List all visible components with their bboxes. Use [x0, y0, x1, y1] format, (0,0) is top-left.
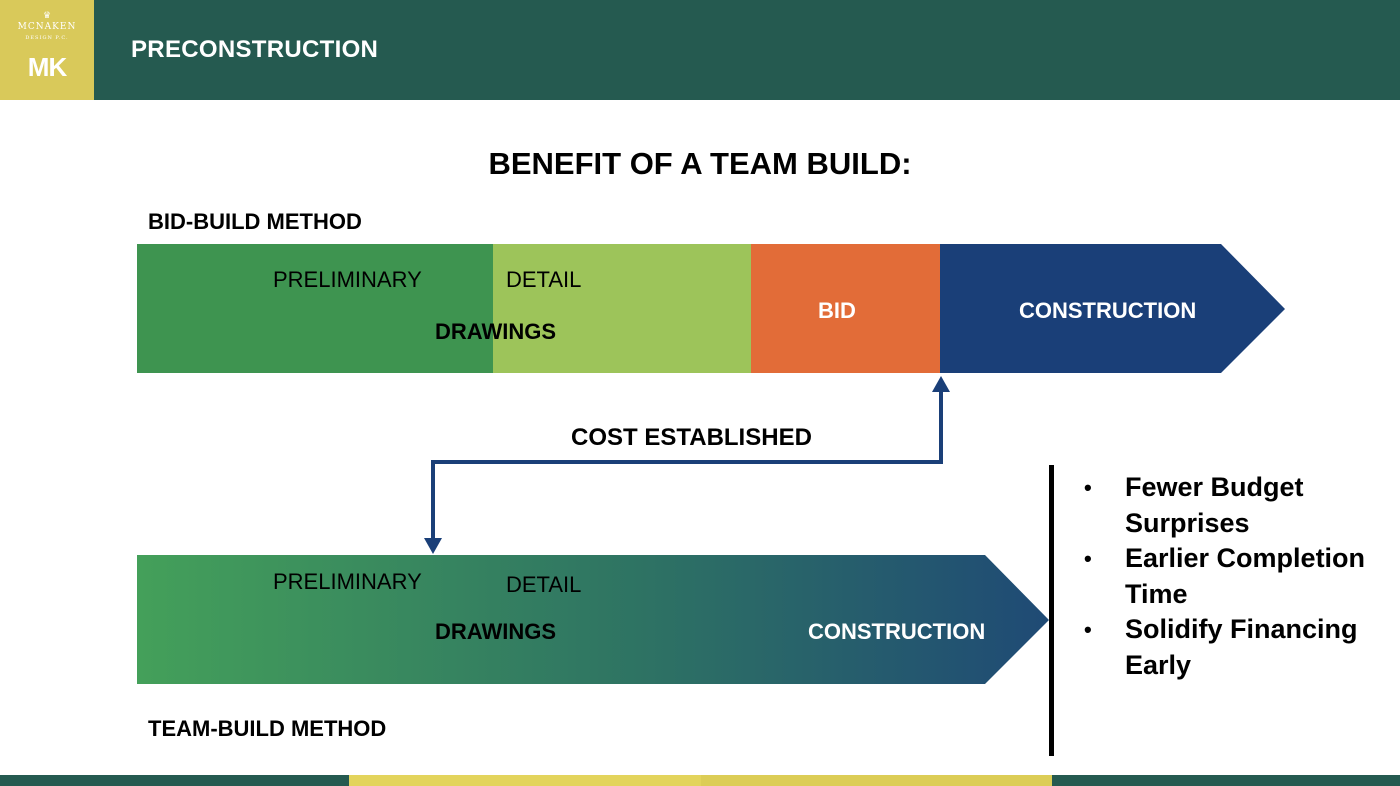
cost-established-label: COST ESTABLISHED	[571, 424, 812, 451]
benefit-item: Earlier Completion Time	[1080, 541, 1380, 612]
bid-detail-segment	[493, 244, 751, 373]
team-build-arrow	[137, 555, 1049, 684]
connector-arrowhead-down	[424, 538, 442, 554]
footer-stripe-green-left	[0, 775, 349, 786]
team-build-label: TEAM-BUILD METHOD	[148, 716, 387, 741]
team-drawings-text: DRAWINGS	[435, 619, 556, 644]
bid-detail-text: DETAIL	[506, 267, 582, 292]
footer-stripe-green-right	[1052, 775, 1400, 786]
bid-preliminary-segment	[137, 244, 493, 373]
logo-subtitle: DESIGN P.C.	[25, 35, 69, 41]
bid-text: BID	[818, 298, 856, 323]
divider-line	[1049, 465, 1054, 756]
bid-drawings-text: DRAWINGS	[435, 319, 556, 344]
benefit-item: Fewer Budget Surprises	[1080, 470, 1380, 541]
bid-preliminary-text: PRELIMINARY	[273, 267, 422, 292]
footer-stripe-yellow-left	[349, 775, 701, 786]
bid-construction-text: CONSTRUCTION	[1019, 298, 1197, 323]
logo-firm-name: MCNAKEN	[17, 22, 77, 32]
logo-mark: MK	[27, 52, 67, 82]
team-preliminary-text: PRELIMINARY	[273, 569, 422, 594]
benefit-item: Solidify Financing Early	[1080, 612, 1380, 683]
team-detail-text: DETAIL	[506, 572, 582, 597]
bid-segment	[751, 244, 940, 373]
logo: ♛ MCNAKEN DESIGN P.C. MK	[0, 0, 94, 100]
bid-construction-arrow	[940, 244, 1285, 373]
footer-stripe-yellow-right	[701, 775, 1052, 786]
cost-established-connector	[431, 390, 943, 540]
crown-icon: ♛	[42, 10, 52, 20]
bid-build-label: BID-BUILD METHOD	[148, 209, 362, 234]
header-title: PRECONSTRUCTION	[131, 36, 379, 63]
team-construction-text: CONSTRUCTION	[808, 619, 986, 644]
connector-arrowhead-up	[932, 376, 950, 392]
benefits-list: Fewer Budget Surprises Earlier Completio…	[1080, 470, 1380, 683]
header-bar: ♛ MCNAKEN DESIGN P.C. MK PRECONSTRUCTION	[0, 0, 1400, 100]
main-title: BENEFIT OF A TEAM BUILD:	[488, 146, 912, 181]
